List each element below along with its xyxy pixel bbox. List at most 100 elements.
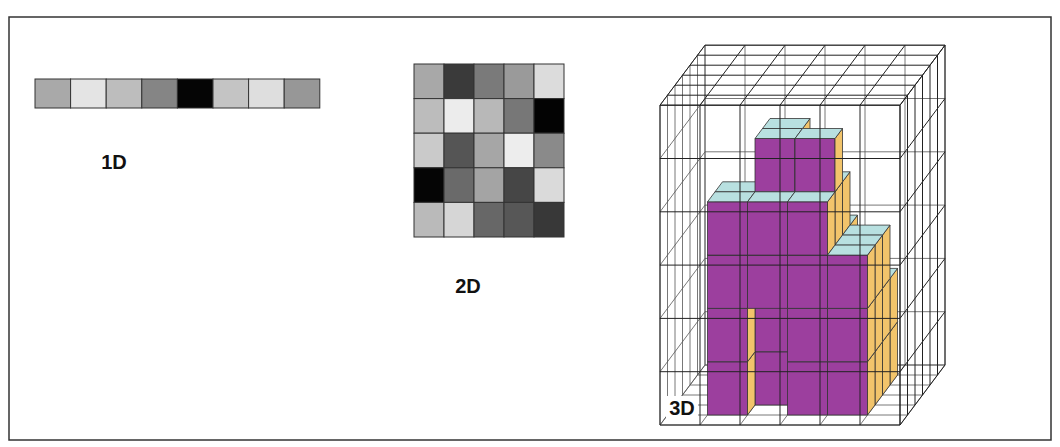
block-side [883, 278, 891, 341]
block-front [788, 255, 828, 308]
wire-line [820, 105, 821, 425]
grid-cell [534, 99, 564, 134]
block-front [828, 362, 868, 415]
block-side [883, 225, 891, 288]
grid-cell [534, 168, 564, 203]
wire-line [683, 75, 923, 76]
dimension-label: 3D [666, 396, 698, 420]
grid-cell [414, 133, 444, 168]
wire-line [945, 45, 946, 365]
block-top [795, 129, 843, 139]
block-front [788, 308, 828, 361]
block-top [763, 119, 811, 129]
wire-line [945, 45, 946, 365]
grid-cell [504, 99, 534, 134]
wire-line [697, 55, 698, 375]
strip-cell [213, 79, 249, 108]
wire-line [660, 105, 900, 106]
wire-line [690, 65, 691, 385]
wire-line [690, 65, 930, 66]
block-top [835, 235, 883, 245]
strip-cell [177, 79, 213, 108]
strip-1d [35, 79, 320, 108]
block-front [708, 255, 748, 308]
cube-blocks [708, 119, 898, 416]
block [795, 129, 843, 192]
block-top [748, 192, 796, 202]
block-side [843, 172, 851, 235]
block-front [755, 139, 795, 192]
wire-line [660, 265, 900, 266]
grid-cell [444, 99, 474, 134]
block-front [748, 202, 788, 255]
block-front [828, 308, 868, 361]
block-front [788, 202, 828, 255]
block-side [828, 192, 836, 255]
block-top [843, 225, 891, 235]
strip-cell [35, 79, 71, 108]
wire-line [937, 55, 938, 375]
dimension-label: 1D [98, 150, 130, 174]
wire-line [660, 99, 705, 159]
block-front [708, 362, 748, 415]
wire-line [705, 45, 945, 46]
block-side [748, 352, 756, 415]
wire-line [705, 45, 945, 46]
block-side [868, 298, 876, 361]
frame [9, 17, 1051, 440]
block-side [890, 268, 898, 331]
block-front [748, 255, 788, 308]
cube-front-grid [660, 45, 945, 425]
wire-line [698, 55, 938, 56]
grid-cell [504, 202, 534, 237]
wire-line [660, 152, 705, 212]
block-side [875, 235, 883, 298]
block-front [708, 202, 748, 255]
grid-cell [414, 168, 444, 203]
grid-cell [444, 168, 474, 203]
dimension-label: 2D [452, 274, 484, 298]
strip-cell [284, 79, 320, 108]
grid-cell [414, 99, 444, 134]
block-front [708, 308, 748, 361]
grid-cell [444, 64, 474, 99]
grid-cell [534, 202, 564, 237]
strip-cell [142, 79, 178, 108]
grid-cell [474, 133, 504, 168]
wire-line [930, 65, 931, 385]
wire-line [860, 45, 905, 105]
block [788, 192, 836, 255]
grid-cell [414, 202, 444, 237]
wire-line [705, 45, 706, 365]
strip-cell [106, 79, 142, 108]
block-side [868, 352, 876, 415]
wire-line [900, 105, 901, 425]
wire-line [660, 158, 900, 159]
block-top [755, 129, 803, 139]
wire-line [705, 45, 706, 365]
block-top [788, 192, 836, 202]
grid-cell [414, 64, 444, 99]
block-side [883, 332, 891, 395]
wire-line [900, 205, 945, 265]
block-front [795, 139, 835, 192]
strip-cell [249, 79, 285, 108]
wire-line [660, 105, 900, 106]
grid-cell [474, 99, 504, 134]
block-front [828, 255, 868, 308]
wire-line [820, 45, 865, 105]
block-side [835, 129, 843, 192]
block-side [868, 245, 876, 308]
wire-line [900, 45, 945, 105]
grid-cell [534, 64, 564, 99]
wire-line [660, 205, 705, 265]
wire-line [900, 99, 945, 159]
block [828, 245, 876, 308]
grid-cell [504, 64, 534, 99]
wire-line [900, 45, 945, 105]
wire-line [660, 211, 900, 212]
grid-cell [474, 168, 504, 203]
wire-line [900, 152, 945, 212]
